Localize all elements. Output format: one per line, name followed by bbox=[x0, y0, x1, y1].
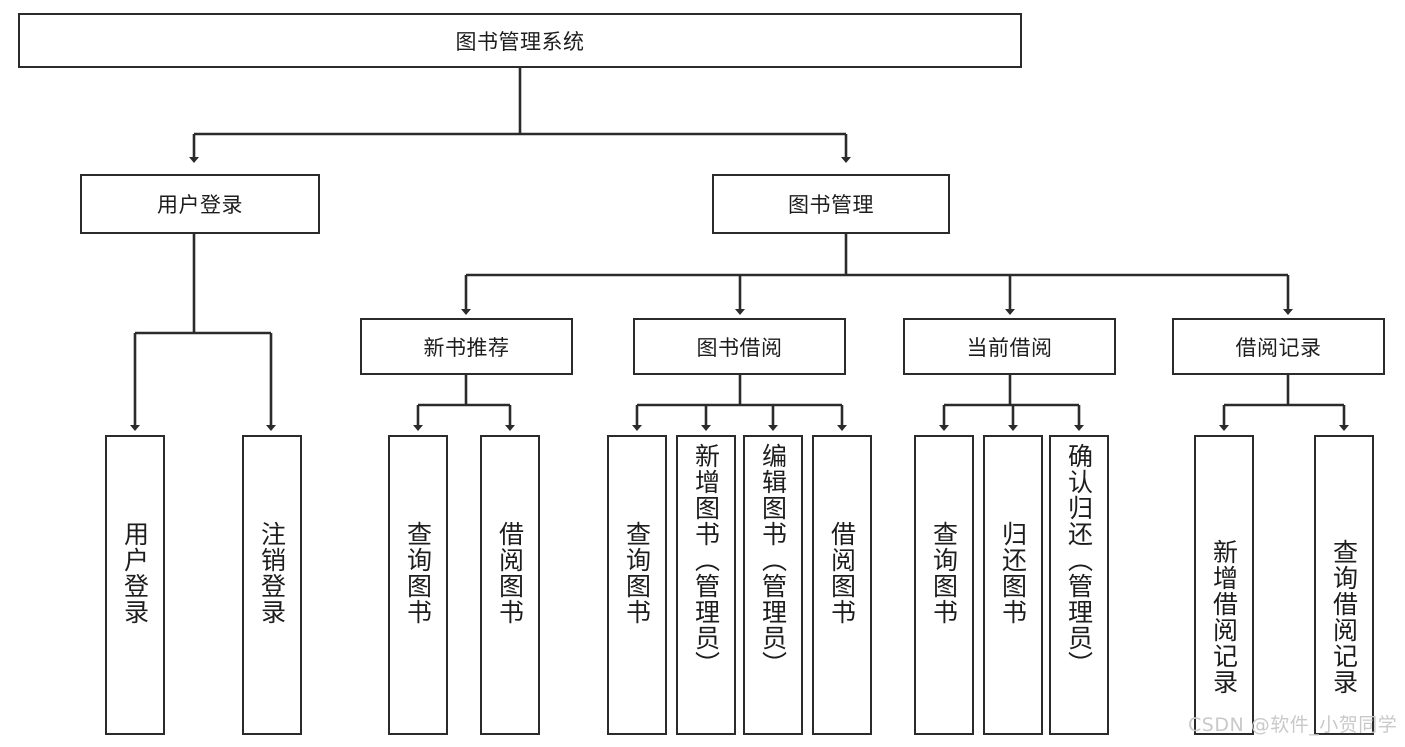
node-label: 用户登录 bbox=[157, 193, 243, 217]
leaf-query-borrow-record[interactable]: 查询借阅记录 bbox=[1314, 435, 1374, 735]
node-book-borrow[interactable]: 图书借阅 bbox=[633, 318, 846, 375]
leaf-query-book-current[interactable]: 查询图书 bbox=[914, 435, 974, 735]
node-label: 查询图书 bbox=[929, 521, 959, 625]
node-new-book-recommend[interactable]: 新书推荐 bbox=[360, 318, 573, 375]
leaf-user-login[interactable]: 用户登录 bbox=[105, 435, 165, 735]
node-label: 图书管理系统 bbox=[455, 29, 585, 54]
leaf-add-borrow-record[interactable]: 新增借阅记录 bbox=[1194, 435, 1254, 735]
node-label: 新书推荐 bbox=[423, 335, 510, 360]
csdn-watermark: CSDN @软件_小贺同学 bbox=[1188, 714, 1398, 736]
node-label: 图书借阅 bbox=[696, 335, 783, 360]
node-label: 查询借阅记录 bbox=[1329, 539, 1359, 695]
leaf-query-book-borrow[interactable]: 查询图书 bbox=[607, 435, 667, 735]
leaf-confirm-return-admin[interactable]: 确认归还（管理员） bbox=[1049, 435, 1109, 735]
node-label: 确认归还（管理员） bbox=[1064, 443, 1094, 677]
leaf-edit-book-admin[interactable]: 编辑图书（管理员） bbox=[743, 435, 803, 735]
node-label: 当前借阅 bbox=[966, 335, 1053, 360]
node-label: 借阅图书 bbox=[827, 521, 857, 625]
leaf-return-book[interactable]: 归还图书 bbox=[983, 435, 1043, 735]
node-label: 新增借阅记录 bbox=[1209, 539, 1239, 695]
node-label: 新增图书（管理员） bbox=[691, 443, 721, 677]
leaf-borrow-book[interactable]: 借阅图书 bbox=[812, 435, 872, 735]
node-label: 用户登录 bbox=[120, 521, 150, 625]
node-label: 归还图书 bbox=[998, 521, 1028, 625]
leaf-logout-login[interactable]: 注销登录 bbox=[242, 435, 302, 735]
node-label: 借阅记录 bbox=[1235, 335, 1322, 360]
node-label: 编辑图书（管理员） bbox=[758, 443, 788, 677]
node-user-login[interactable]: 用户登录 bbox=[80, 174, 320, 234]
leaf-borrow-book-recommend[interactable]: 借阅图书 bbox=[480, 435, 540, 735]
node-label: 借阅图书 bbox=[495, 521, 525, 625]
node-current-borrow[interactable]: 当前借阅 bbox=[903, 318, 1116, 375]
leaf-query-book-recommend[interactable]: 查询图书 bbox=[388, 435, 448, 735]
node-label: 查询图书 bbox=[622, 521, 652, 625]
node-label: 查询图书 bbox=[403, 521, 433, 625]
node-borrow-record[interactable]: 借阅记录 bbox=[1172, 318, 1385, 375]
node-label: 注销登录 bbox=[257, 521, 287, 625]
node-book-management[interactable]: 图书管理 bbox=[712, 174, 950, 234]
node-book-management-system[interactable]: 图书管理系统 bbox=[18, 13, 1022, 68]
node-label: 图书管理 bbox=[788, 193, 874, 217]
leaf-add-book-admin[interactable]: 新增图书（管理员） bbox=[676, 435, 736, 735]
